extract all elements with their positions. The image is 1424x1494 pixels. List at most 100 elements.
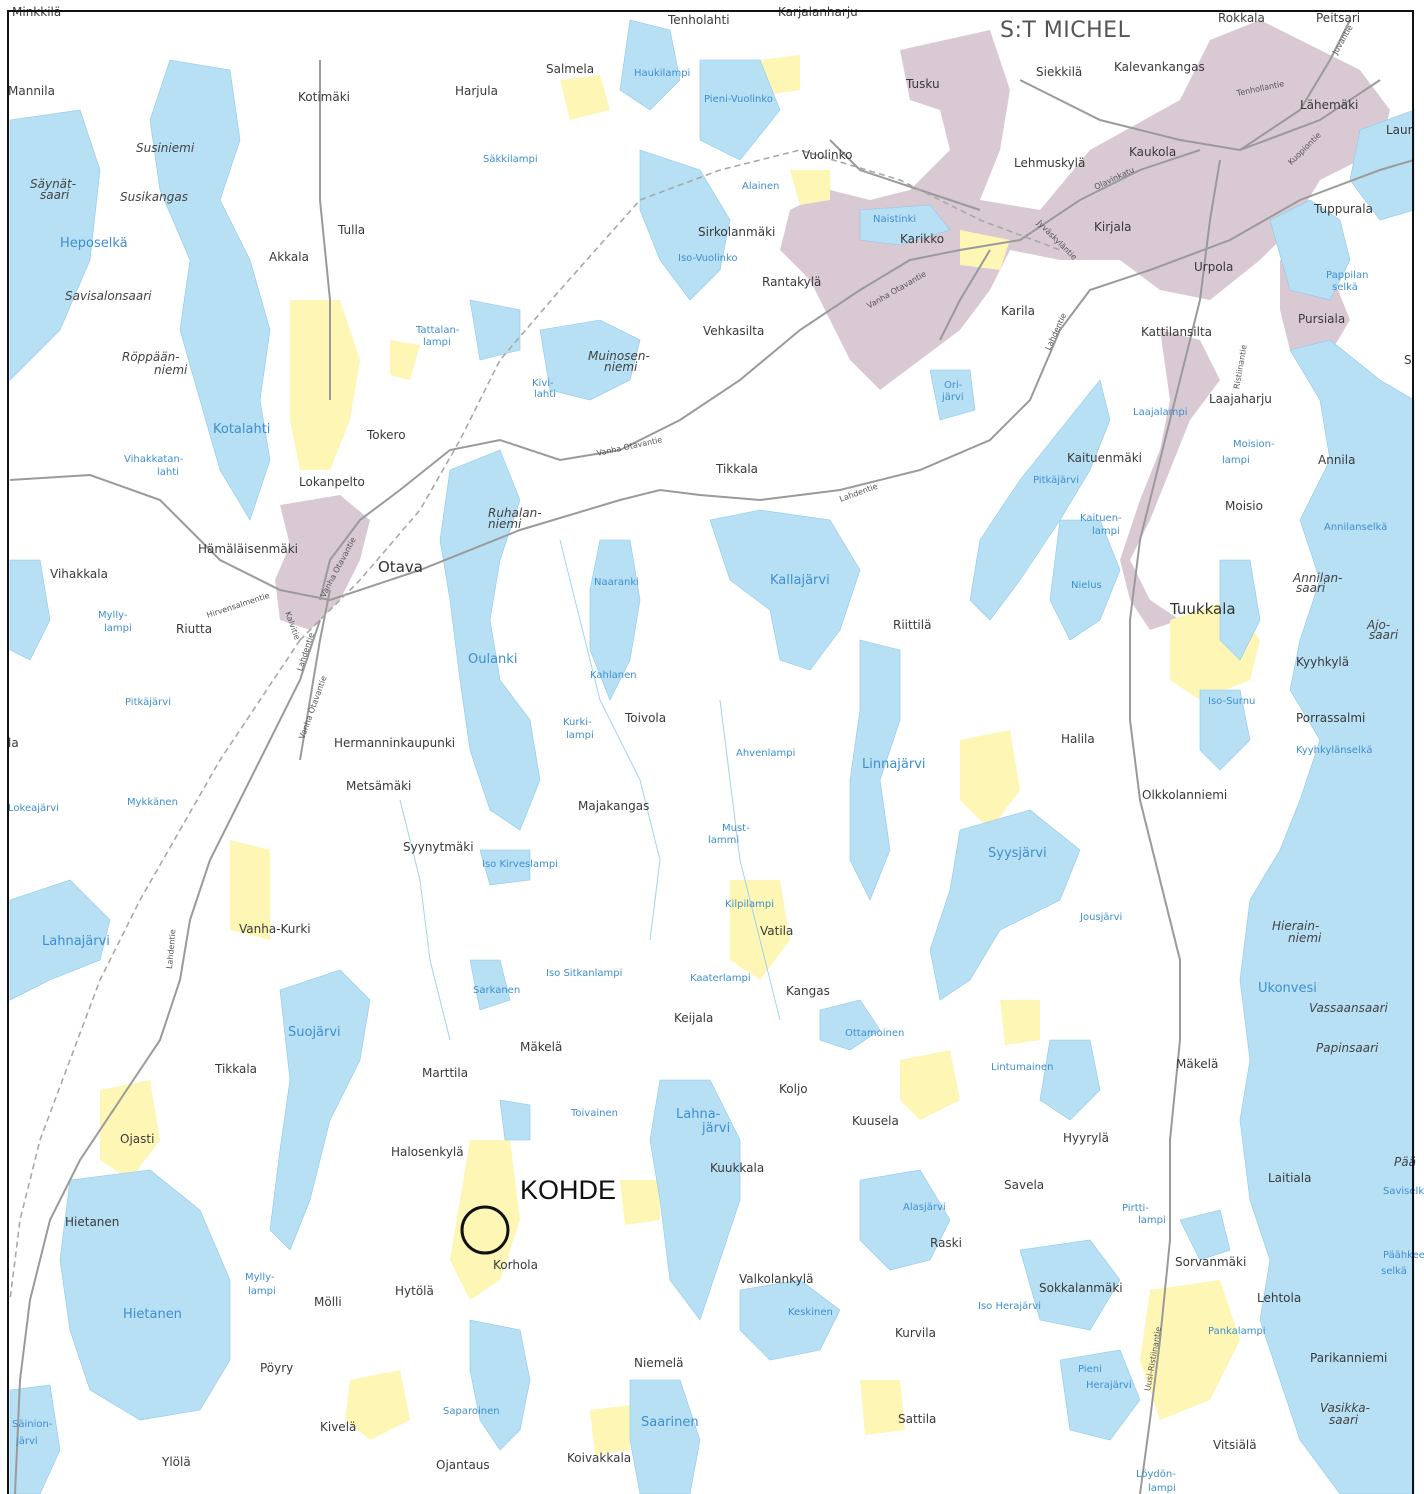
water-label: Alainen [742,181,780,192]
water-label: lampi [1148,1483,1176,1494]
water-label: Toivainen [571,1108,618,1119]
place-label: Raski [930,1236,962,1250]
water-label: lampi [1138,1215,1166,1226]
place-label: Kaituenmäki [1067,451,1142,465]
water-label: Pirtti- [1122,1203,1149,1214]
place-label: Mäkelä [1176,1057,1219,1071]
water-label: Iso-Surnu [1208,696,1256,707]
place-label: Hietanen [65,1215,120,1229]
water-label: Iso Herajärvi [978,1301,1042,1312]
place-label: Koljo [779,1082,808,1096]
island-label: saari [1296,581,1326,595]
place-label: Metsämäki [346,779,412,793]
place-label: Koivakkala [567,1451,632,1465]
water-label: Hietanen [123,1307,182,1322]
water-label: Saparoinen [443,1406,500,1417]
water-label: Annilanselkä [1324,522,1388,533]
water-label: Naaranki [594,577,639,588]
place-label: Riutta [176,622,213,636]
water-label: Lintumainen [991,1062,1054,1073]
water-label: lampi [248,1286,276,1297]
water-label: lampi [423,337,451,348]
place-label: Marttila [422,1066,469,1080]
place-label: Lokanpelto [299,475,365,489]
island-label: Susikangas [120,190,188,204]
place-label: Kangas [786,984,830,998]
place-label: Mannila [8,84,55,98]
island-label: Röppään- [122,350,180,364]
water-label: Kotalahti [213,422,271,437]
water-label: Saarinen [641,1415,699,1430]
water-label: Sarkanen [473,985,521,996]
place-label: Vehkasilta [703,324,765,338]
water-label: Saviselkä [1383,1186,1424,1197]
place-label: Parikanniemi [1310,1351,1388,1365]
place-label: Sirkolanmäki [698,225,776,239]
water-label: lampi [566,730,594,741]
water-label: järvi [702,1121,731,1136]
place-label: Syynytmäki [403,840,474,854]
place-label: Savela [1004,1178,1045,1192]
place-label: Riittilä [893,618,932,632]
place-label: Moisio [1225,499,1263,513]
place-label: Ojantaus [436,1458,490,1472]
place-label: la [8,736,19,750]
water-label: selkä [1381,1266,1407,1277]
water-label: Keskinen [788,1307,833,1318]
water-label: Kivi- [532,378,554,389]
place-label: Mölli [314,1295,342,1309]
place-label: Kuukkala [710,1161,765,1175]
place-label: Lähemäki [1300,98,1359,112]
place-label: Kaukola [1129,145,1177,159]
water-label: Mylly- [245,1272,275,1283]
place-label: Kivelä [320,1420,357,1434]
place-label: Lehtola [1257,1291,1302,1305]
place-label: Korhola [493,1258,538,1272]
island-label: Pää [1394,1155,1416,1169]
island-label: niemi [154,363,188,377]
water-label: Haukilampi [634,68,691,79]
place-label: Karila [1001,304,1035,318]
water-label: Kaaterlampi [690,973,751,984]
water-label: lahti [157,467,179,478]
place-label: Ojasti [120,1132,155,1146]
water-label: selkä [1332,282,1358,293]
place-label: Laitiala [1268,1171,1312,1185]
place-label: Majakangas [578,799,650,813]
place-label: Sorvanmäki [1175,1255,1247,1269]
water-label: Mylly- [98,610,128,621]
place-label: Tikkala [215,1062,258,1076]
water-label: Iso-Vuolinko [678,253,738,264]
place-label: Olkkolanniemi [1142,788,1228,802]
place-label: Hytölä [395,1284,434,1298]
water-label: lahti [534,389,556,400]
island-label: Säynät- [30,177,77,191]
place-label: Minkkilä [12,5,62,19]
water-label: Lahna- [676,1107,721,1122]
place-label: S:T MICHEL [1000,18,1131,43]
place-label: Kuusela [852,1114,899,1128]
target-circle-icon[interactable] [459,1204,511,1256]
water-label: Pitkäjärvi [1033,475,1079,486]
place-label: Vanha-Kurki [239,922,311,936]
place-label: Tokero [367,428,406,442]
place-label: Tulla [338,223,366,237]
water-label: Vihakkatan- [124,454,184,465]
place-label: Karjalanharju [778,5,858,19]
water-label: Pieni-Vuolinko [704,94,773,105]
place-label: Laur [1386,123,1413,137]
water-label: Jousjärvi [1080,912,1123,923]
place-label: Tenholahti [668,13,730,27]
place-label: Urpola [1194,260,1234,274]
railway [9,149,1061,1301]
place-label: Salmela [546,62,595,76]
place-label: Halosenkylä [391,1145,464,1159]
place-label: Karikko [900,232,945,246]
water-label: Iso Sitkanlampi [546,968,623,979]
water-label: Kaituen- [1080,513,1122,524]
island-label: Hierain- [1272,919,1320,933]
place-label: Hämäläisenmäki [198,542,299,556]
place-label: Hermanninkaupunki [334,736,456,750]
